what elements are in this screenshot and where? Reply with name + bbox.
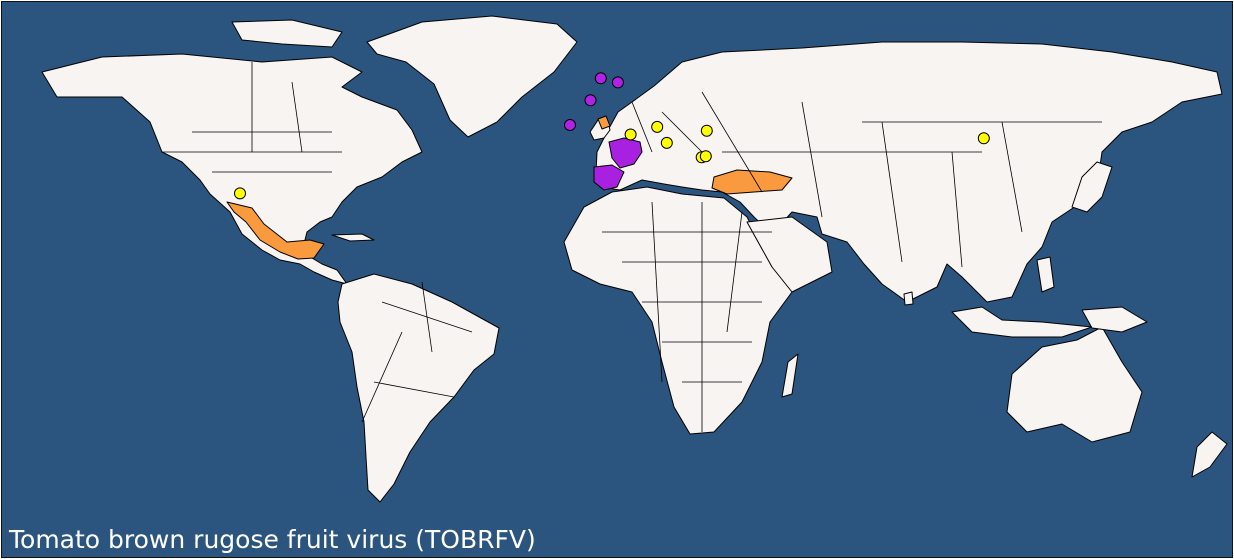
- arabia: [746, 216, 833, 293]
- border-line: [726, 211, 743, 333]
- region-mexico: [226, 201, 325, 260]
- madagascar: [781, 353, 799, 398]
- japan: [1071, 161, 1113, 213]
- border-line: [951, 151, 963, 268]
- border-line: [291, 81, 303, 153]
- new-guinea: [1081, 306, 1148, 333]
- region-spain: [593, 164, 625, 191]
- region-turkey: [711, 169, 793, 195]
- border-line: [421, 281, 433, 353]
- map-title: Tomato brown rugose fruit virus (TOBRFV): [9, 525, 536, 554]
- marker-jordan: [699, 150, 712, 163]
- border-line: [801, 101, 823, 218]
- region-united-kingdom: [597, 115, 611, 130]
- south-america: [337, 273, 500, 503]
- eurasia: [595, 41, 1223, 303]
- border-line: [881, 121, 903, 263]
- marker-mexico: [234, 187, 246, 200]
- marker-turkey: [700, 124, 713, 137]
- marker-china: [977, 132, 990, 145]
- land-layer: [41, 15, 1228, 503]
- marker-layer: [234, 72, 990, 200]
- marker-italy-sicily: [624, 128, 637, 141]
- marker-greece: [651, 120, 664, 133]
- highlighted-regions: [226, 115, 793, 260]
- marker-spain: [564, 119, 576, 131]
- border-line: [651, 201, 663, 383]
- border-line: [361, 331, 403, 423]
- philippines: [1036, 256, 1055, 293]
- border-line: [1001, 121, 1023, 233]
- greenland: [366, 15, 578, 138]
- border-line: [631, 101, 653, 153]
- marker-greece-crete: [660, 136, 673, 149]
- australia: [1006, 326, 1143, 443]
- marker-france: [584, 94, 597, 107]
- border-line: [701, 91, 763, 193]
- canadian-islands: [231, 19, 343, 48]
- cuba: [331, 233, 375, 242]
- new-zealand: [1191, 431, 1228, 478]
- border-line: [661, 111, 703, 153]
- sri-lanka: [903, 291, 914, 306]
- border-line: [373, 381, 455, 398]
- country-borders: [162, 62, 1102, 432]
- marker-netherlands: [594, 72, 607, 85]
- africa: [563, 186, 803, 435]
- marker-germany: [611, 76, 624, 89]
